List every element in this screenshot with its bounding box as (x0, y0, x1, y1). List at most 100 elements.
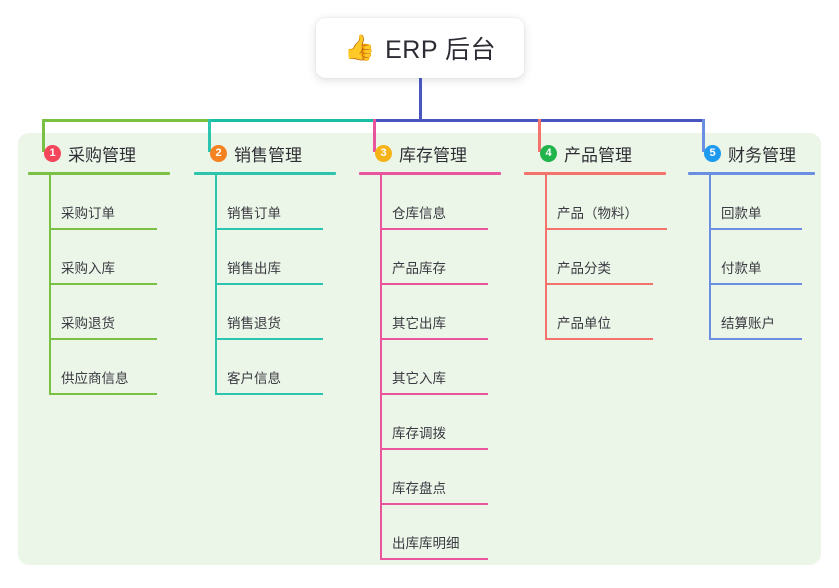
branch-item[interactable]: 结算账户 (688, 285, 823, 340)
root-node-title: ERP 后台 (385, 36, 497, 64)
branch-title-5: 财务管理 (728, 145, 796, 165)
branch-item-label: 付款单 (721, 261, 762, 276)
branch-item-label: 采购订单 (61, 206, 115, 221)
branch-item-rule (709, 283, 802, 285)
branch-item[interactable]: 其它入库 (359, 340, 509, 395)
branch-item-label: 销售退货 (227, 316, 281, 331)
branch-items-2: 销售订单销售出库销售退货客户信息 (194, 175, 344, 395)
branch-item-label: 客户信息 (227, 371, 281, 386)
branch-item[interactable]: 供应商信息 (28, 340, 178, 395)
branch-item[interactable]: 销售订单 (194, 175, 344, 230)
branch-item-label: 采购入库 (61, 261, 115, 276)
branch-rule-3 (359, 172, 501, 175)
branch-item[interactable]: 客户信息 (194, 340, 344, 395)
branch-item[interactable]: 其它出库 (359, 285, 509, 340)
branch-item-rule (49, 283, 157, 285)
branch-item[interactable]: 产品单位 (524, 285, 674, 340)
root-node-card[interactable]: 👍 ERP 后台 (316, 18, 524, 78)
branch-item-rule (380, 393, 488, 395)
branch-item-rule (215, 228, 323, 230)
branch-item[interactable]: 出库库明细 (359, 505, 509, 560)
branch-item-label: 产品（物料） (557, 206, 638, 221)
branch-item[interactable]: 仓库信息 (359, 175, 509, 230)
branch-item[interactable]: 库存调拨 (359, 395, 509, 450)
thumbs-up-icon: 👍 (343, 33, 376, 62)
branch-item-label: 产品分类 (557, 261, 611, 276)
branch-item[interactable]: 销售退货 (194, 285, 344, 340)
branch-rule-1 (28, 172, 170, 175)
branch-item[interactable]: 销售出库 (194, 230, 344, 285)
branch-item-label: 库存调拨 (392, 426, 446, 441)
connector-segment-teal (208, 119, 376, 122)
branch-item-rule (215, 338, 323, 340)
diagram-background-panel (18, 133, 821, 565)
branch-rule-4 (524, 172, 666, 175)
branch-item-label: 销售出库 (227, 261, 281, 276)
branch-badge-1: 1 (44, 144, 61, 162)
branch-item[interactable]: 采购订单 (28, 175, 178, 230)
branch-item-label: 仓库信息 (392, 206, 446, 221)
branch-item[interactable]: 回款单 (688, 175, 823, 230)
branch-item-label: 产品单位 (557, 316, 611, 331)
branch-trunk-5 (709, 175, 711, 340)
branch-item-rule (545, 283, 653, 285)
branch-item-label: 出库库明细 (392, 536, 460, 551)
branch-item-label: 回款单 (721, 206, 762, 221)
branch-item-rule (380, 338, 488, 340)
branch-item-label: 结算账户 (721, 316, 775, 331)
branch-column-3: 3 库存管理仓库信息产品库存其它出库其它入库库存调拨库存盘点出库库明细 (359, 139, 509, 560)
branch-item-rule (49, 338, 157, 340)
branch-item[interactable]: 产品（物料） (524, 175, 674, 230)
branch-item[interactable]: 库存盘点 (359, 450, 509, 505)
branch-item-label: 产品库存 (392, 261, 446, 276)
branch-item-rule (380, 283, 488, 285)
branch-rule-5 (688, 172, 815, 175)
branch-item-rule (545, 338, 653, 340)
branch-badge-4: 4 (540, 144, 557, 162)
branch-header-3[interactable]: 3 库存管理 (359, 139, 509, 167)
branch-item-rule (49, 228, 157, 230)
branch-item-label: 其它入库 (392, 371, 446, 386)
branch-title-1: 采购管理 (68, 145, 136, 165)
branch-badge-5: 5 (704, 144, 721, 162)
branch-item[interactable]: 产品库存 (359, 230, 509, 285)
branch-item-rule (49, 393, 157, 395)
branch-item-rule (215, 393, 323, 395)
branch-item-rule (709, 228, 802, 230)
branch-item-rule (380, 503, 488, 505)
branch-item-label: 采购退货 (61, 316, 115, 331)
branch-rule-2 (194, 172, 336, 175)
branch-title-3: 库存管理 (399, 145, 467, 165)
branch-badge-3: 3 (375, 144, 392, 162)
branch-trunk-3 (380, 175, 382, 560)
branch-item[interactable]: 采购退货 (28, 285, 178, 340)
branch-header-5[interactable]: 5 财务管理 (688, 139, 823, 167)
branch-items-3: 仓库信息产品库存其它出库其它入库库存调拨库存盘点出库库明细 (359, 175, 509, 560)
branch-item-rule (709, 338, 802, 340)
branch-item[interactable]: 产品分类 (524, 230, 674, 285)
branch-title-2: 销售管理 (234, 145, 302, 165)
branch-header-1[interactable]: 1 采购管理 (28, 139, 178, 167)
branch-item-label: 其它出库 (392, 316, 446, 331)
branch-header-4[interactable]: 4 产品管理 (524, 139, 674, 167)
branch-title-4: 产品管理 (564, 145, 632, 165)
branch-column-2: 2 销售管理销售订单销售出库销售退货客户信息 (194, 139, 344, 395)
root-stem-line (419, 78, 422, 119)
branch-header-2[interactable]: 2 销售管理 (194, 139, 344, 167)
branch-item-rule (380, 228, 488, 230)
drop-line-col-2 (208, 119, 211, 152)
drop-line-col-3 (373, 119, 376, 152)
branch-items-5: 回款单付款单结算账户 (688, 175, 823, 340)
branch-trunk-4 (545, 175, 547, 340)
branch-item[interactable]: 付款单 (688, 230, 823, 285)
branch-items-4: 产品（物料） 产品分类产品单位 (524, 175, 674, 340)
branch-items-1: 采购订单采购入库采购退货供应商信息 (28, 175, 178, 395)
branch-item-rule (380, 448, 488, 450)
branch-badge-2: 2 (210, 144, 227, 162)
branch-item-rule (215, 283, 323, 285)
branch-column-5: 5 财务管理回款单付款单结算账户 (688, 139, 823, 340)
branch-item[interactable]: 采购入库 (28, 230, 178, 285)
branch-trunk-1 (49, 175, 51, 395)
connector-segment-green (42, 119, 211, 122)
